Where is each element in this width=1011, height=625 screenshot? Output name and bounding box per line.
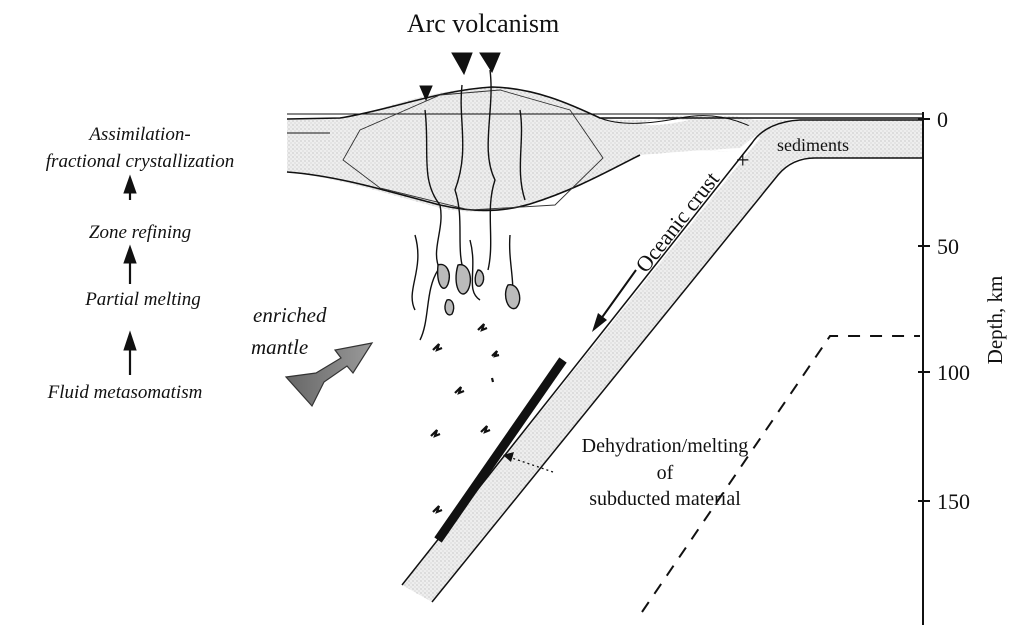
depth-tick-label-0: 0 <box>937 107 948 132</box>
process-fractional: fractional crystallization <box>46 151 234 172</box>
dehydration-label-line2: of <box>657 462 674 484</box>
depth-tick-label-150: 150 <box>937 489 970 514</box>
depth-tick-label-50: 50 <box>937 234 959 259</box>
dashed-boundary <box>642 336 920 612</box>
process-fluid-metasomatism: Fluid metasomatism <box>47 382 203 403</box>
process-up-arrows <box>124 176 136 375</box>
process-partial-melting: Partial melting <box>84 289 201 310</box>
process-assimilation: Assimilation- <box>87 124 190 145</box>
magma-blobs <box>438 264 520 314</box>
diagram-title: Arc volcanism <box>407 9 559 38</box>
sediments-label: sediments <box>777 135 849 155</box>
depth-axis: 0 50 100 150 Depth, km <box>918 107 1007 625</box>
mantle-label: mantle <box>251 335 308 359</box>
plus-sign: + <box>736 148 750 174</box>
enriched-label: enriched <box>253 303 327 327</box>
depth-axis-title: Depth, km <box>983 276 1007 365</box>
dehydration-label-line1: Dehydration/melting <box>582 435 749 457</box>
process-zone-refining: Zone refining <box>89 222 191 243</box>
depth-tick-label-100: 100 <box>937 360 970 385</box>
